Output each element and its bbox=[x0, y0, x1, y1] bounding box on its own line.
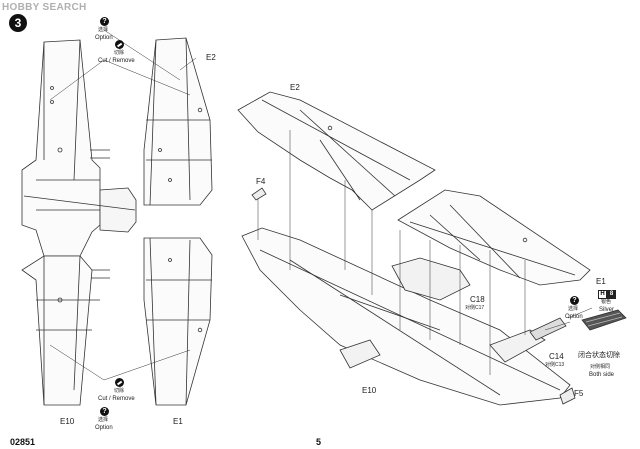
part-label-e2-mid: E2 bbox=[206, 53, 216, 62]
option-en-bottom: Option bbox=[95, 425, 113, 431]
option-icon-bottom: ? bbox=[100, 407, 109, 416]
option-en-top: Option bbox=[95, 35, 113, 41]
part-label-e2-right: E2 bbox=[290, 83, 300, 92]
part-label-c17-cn: 对侧C17 bbox=[465, 305, 485, 311]
left-wing-top-view bbox=[21, 39, 137, 406]
closed-state-cut-cn: 闭合状态切除 bbox=[578, 352, 620, 359]
catalog-number: 02851 bbox=[10, 437, 36, 447]
part-label-f5: F5 bbox=[574, 389, 584, 398]
part-label-c13-cn: 对侧C13 bbox=[545, 362, 565, 368]
part-f4 bbox=[251, 187, 267, 201]
option-icon-right: ? bbox=[570, 296, 579, 305]
part-label-c14: C14 bbox=[549, 352, 564, 361]
paint-silver-en: Silver bbox=[599, 307, 615, 313]
paint-silver-cn: 银色 bbox=[601, 299, 612, 305]
part-label-e1-mid: E1 bbox=[173, 417, 183, 426]
part-label-e10-left: E10 bbox=[60, 417, 75, 426]
watermark: HOBBY SEARCH bbox=[2, 2, 87, 13]
part-label-f4: F4 bbox=[256, 177, 266, 186]
option-cn-top: 选择 bbox=[98, 27, 109, 33]
part-label-e10-right: E10 bbox=[362, 386, 377, 395]
part-f5 bbox=[559, 387, 576, 405]
cut-icon-top bbox=[115, 40, 124, 49]
right-wing-lower-panel bbox=[143, 237, 213, 406]
option-en-right: Option bbox=[565, 314, 583, 320]
cut-en-top: Cut / Remove bbox=[98, 58, 135, 64]
exploded-lower-wing-body bbox=[241, 227, 571, 406]
exploded-upper-wing-e1 bbox=[397, 189, 591, 286]
cut-icon-bottom bbox=[115, 378, 124, 387]
part-label-e1-right: E1 bbox=[596, 277, 606, 286]
cut-cn-bottom: 切除 bbox=[114, 388, 125, 394]
cut-cn-top: 切除 bbox=[114, 50, 125, 56]
silver-part-detail bbox=[581, 309, 627, 331]
step-number-badge: 3 bbox=[9, 14, 27, 32]
assembly-guide-lines bbox=[257, 130, 526, 375]
part-label-c18: C18 bbox=[470, 295, 485, 304]
right-wing-upper-panel bbox=[143, 37, 213, 206]
paint-code-h: H bbox=[598, 290, 607, 299]
option-cn-right: 选择 bbox=[568, 306, 579, 312]
option-icon-top: ? bbox=[100, 17, 109, 26]
paint-code-number: 8 bbox=[607, 290, 616, 299]
page-number: 5 bbox=[316, 437, 322, 447]
both-side-en: Both side bbox=[589, 372, 615, 378]
exploded-upper-wing-e2 bbox=[237, 91, 436, 211]
option-cn-bottom: 选择 bbox=[98, 417, 109, 423]
both-side-cn: 对侧相同 bbox=[590, 364, 611, 370]
cut-en-bottom: Cut / Remove bbox=[98, 396, 135, 402]
